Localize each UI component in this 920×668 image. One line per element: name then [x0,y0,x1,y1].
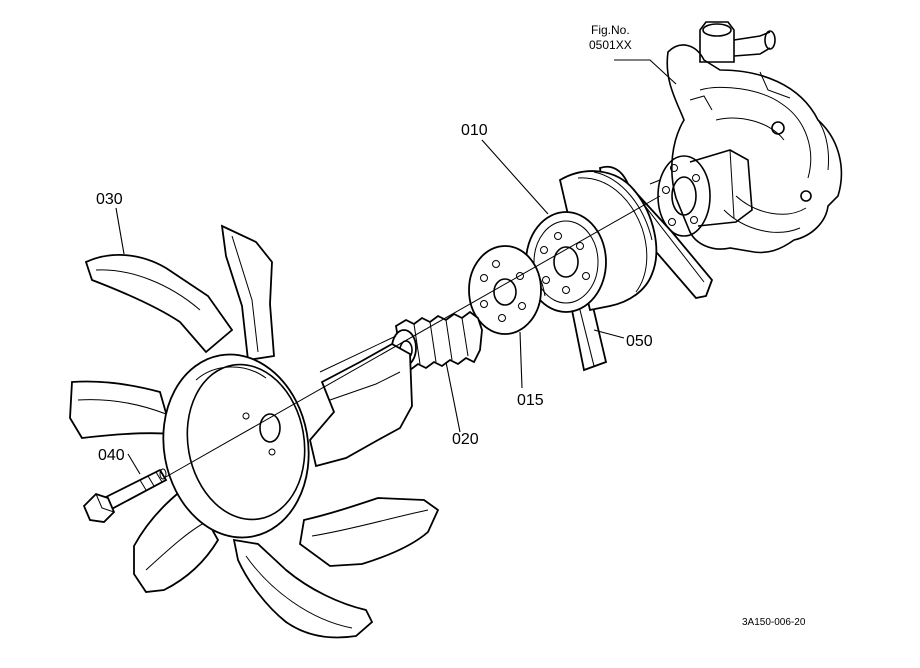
label-part-030: 030 [96,191,123,208]
spacer-edge-line [319,335,397,373]
cooling-fan-drawing [69,224,440,639]
label-part-015: 015 [517,392,544,409]
label-part-040: 040 [98,447,125,464]
drawing-code: 3A150-006-20 [742,617,806,628]
pulley-plate-drawing [468,245,546,335]
fan-pulley-drawing [525,170,658,313]
figure-ref-number: 0501XX [589,38,632,52]
label-part-050: 050 [626,333,653,350]
center-axis-line [163,195,661,479]
figure-ref-title: Fig.No. [591,23,630,37]
label-part-010: 010 [461,122,488,139]
label-part-020: 020 [452,431,479,448]
water-pump-drawing [649,21,843,254]
fan-bolt-drawing [82,468,168,523]
leader-lines [115,59,677,475]
